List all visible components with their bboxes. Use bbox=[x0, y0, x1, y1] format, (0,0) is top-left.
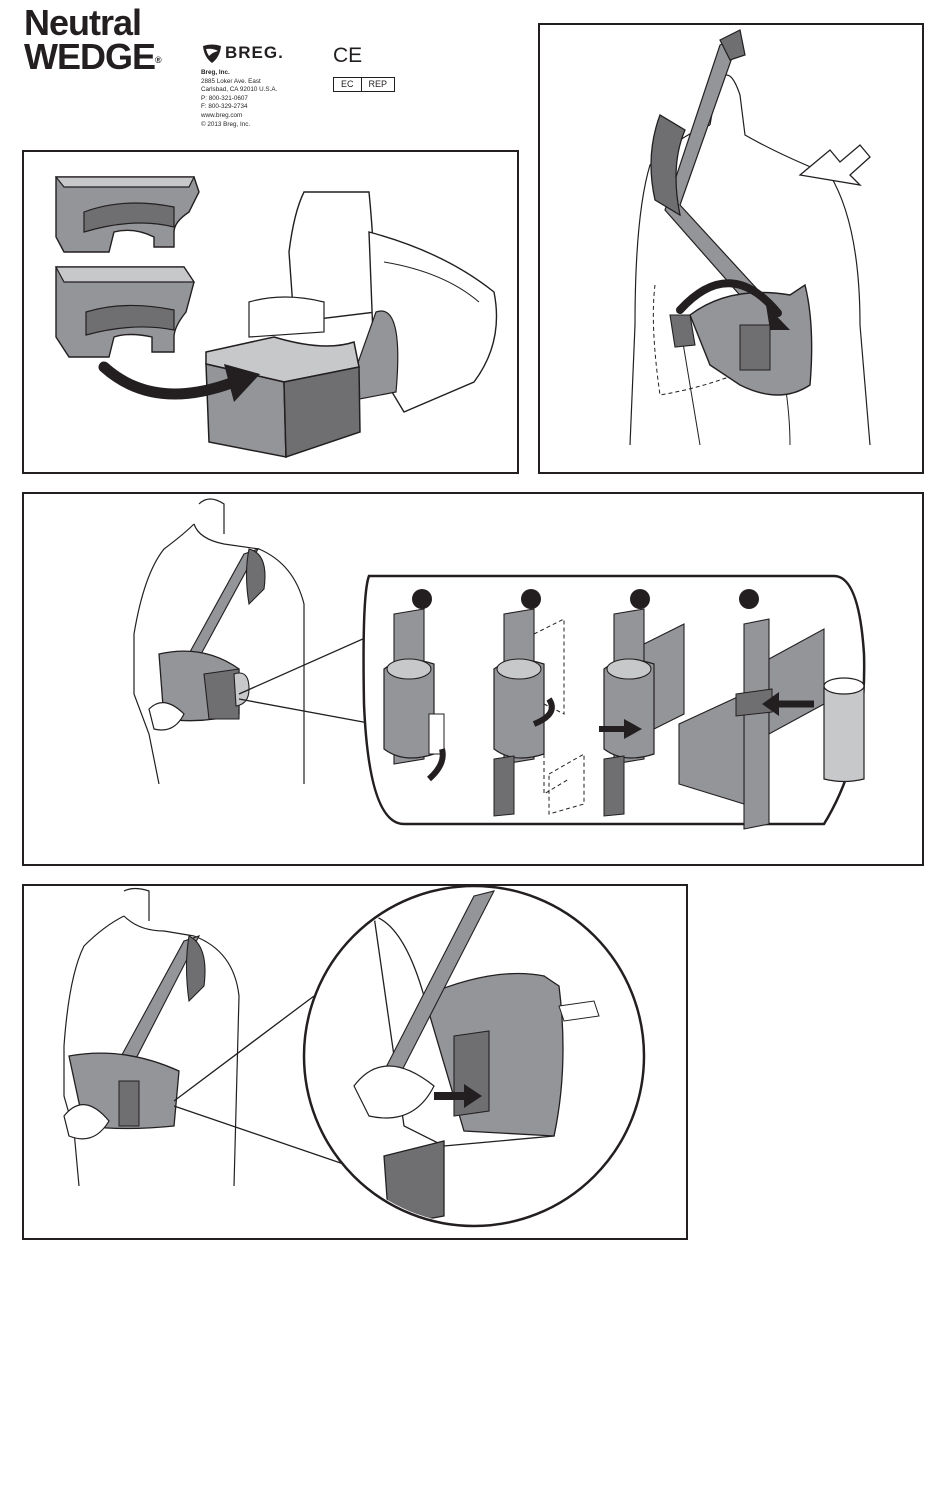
panel-wedge-insert bbox=[22, 150, 519, 474]
step-1-marker bbox=[412, 589, 432, 609]
breg-swoosh-icon bbox=[201, 42, 223, 64]
address-city: Carlsbad, CA 92010 U.S.A. bbox=[201, 86, 277, 95]
brand-name: BREG. bbox=[225, 43, 284, 63]
ec-rep-box: EC REP bbox=[333, 77, 395, 92]
address-fax: F: 800-329-2734 bbox=[201, 103, 277, 112]
shoulder-strap-fitting-illustration bbox=[540, 25, 922, 472]
step-2-marker bbox=[521, 589, 541, 609]
address-company: Breg, Inc. bbox=[201, 69, 277, 78]
product-name-line1: Neutral bbox=[24, 6, 161, 39]
address-street: 2885 Loker Ave. East bbox=[201, 78, 277, 87]
address-website: www.breg.com bbox=[201, 112, 277, 121]
foam-wedge-insert-illustration bbox=[24, 152, 517, 472]
address-copyright: © 2013 Breg, Inc. bbox=[201, 121, 277, 130]
product-logo: Neutral WEDGE® bbox=[24, 6, 161, 73]
step-3-marker bbox=[630, 589, 650, 609]
address-phone: P: 800-321-0607 bbox=[201, 95, 277, 104]
panel-strap-fitting bbox=[538, 23, 924, 474]
drink-holder-steps-illustration bbox=[24, 494, 922, 864]
rep-label: REP bbox=[361, 78, 395, 91]
pouch-insert-illustration bbox=[24, 886, 686, 1238]
breg-logo: BREG. bbox=[201, 42, 284, 64]
product-name-line2: WEDGE bbox=[24, 36, 155, 77]
ce-mark: CE bbox=[333, 44, 362, 68]
step-4-marker bbox=[739, 589, 759, 609]
company-address: Breg, Inc. 2885 Loker Ave. East Carlsbad… bbox=[201, 69, 277, 129]
panel-pouch-insert bbox=[22, 884, 688, 1240]
panel-drink-holder bbox=[22, 492, 924, 866]
registered-mark: ® bbox=[155, 55, 161, 65]
ec-label: EC bbox=[334, 78, 361, 91]
